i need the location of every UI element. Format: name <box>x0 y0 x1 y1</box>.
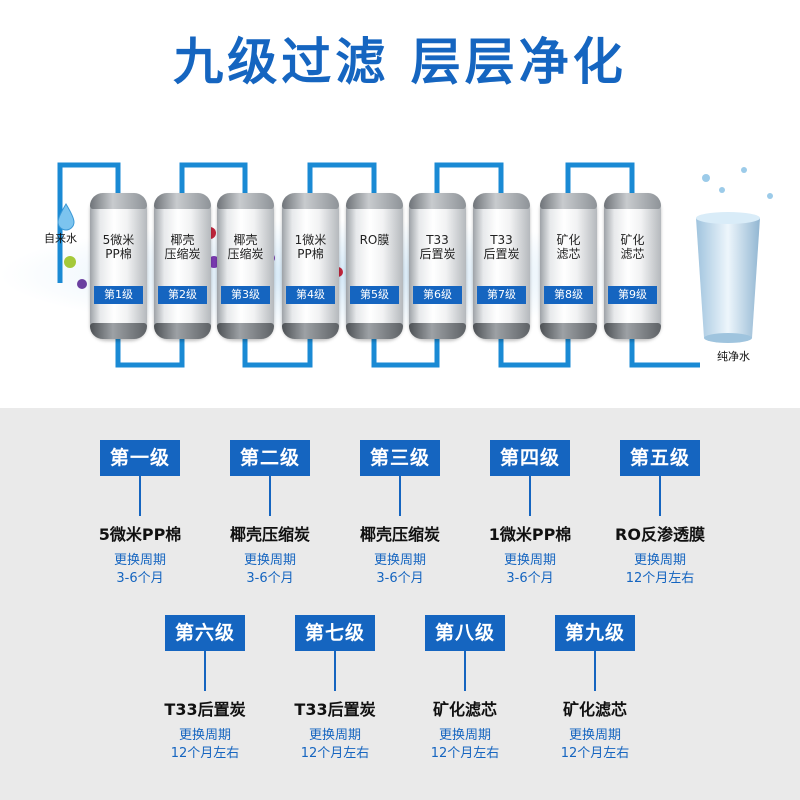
cycle-value: 12个月左右 <box>560 746 630 761</box>
cycle-label: 更换周期 <box>113 553 166 568</box>
stage-name: RO反渗透膜 <box>615 525 705 544</box>
pipe-8-9 <box>565 162 635 193</box>
cartridge-label: 椰壳压缩炭 <box>227 233 264 261</box>
stage-name: T33后置炭 <box>164 700 246 719</box>
stage-badge: 第一级 <box>99 440 180 476</box>
connector-line <box>204 651 206 691</box>
cartridge-level: 第7级 <box>477 286 526 304</box>
pipe-5-6 <box>371 339 440 368</box>
stage-item-4: 第四级 1微米PP棉 更换周期 3-6个月 <box>465 440 595 588</box>
connector-line <box>399 476 401 516</box>
stage-name: 矿化滤芯 <box>432 700 497 719</box>
cycle-value: 12个月左右 <box>300 746 370 761</box>
cartridge-2: 椰壳压缩炭 第2级 <box>154 193 211 339</box>
cycle-label: 更换周期 <box>243 553 296 568</box>
cartridge-label: RO膜 <box>359 233 390 247</box>
connector-line <box>594 651 596 691</box>
cycle-label: 更换周期 <box>503 553 556 568</box>
water-glass-icon <box>696 167 773 343</box>
pipe-3-4 <box>242 339 313 368</box>
cartridge-9: 矿化滤芯 第9级 <box>604 193 661 339</box>
connector-line <box>269 476 271 516</box>
stage-item-8: 第八级 矿化滤芯 更换周期 12个月左右 <box>400 615 530 763</box>
outlet-label: 纯净水 <box>717 350 750 363</box>
stage-name: T33后置炭 <box>294 700 376 719</box>
connector-line <box>334 651 336 691</box>
pipe-network <box>57 162 700 368</box>
cycle-label: 更换周期 <box>568 728 621 743</box>
pipe-outlet <box>629 339 700 368</box>
pipe-6-7 <box>434 162 504 193</box>
stage-item-5: 第五级 RO反渗透膜 更换周期 12个月左右 <box>595 440 725 588</box>
stage-item-2: 第二级 椰壳压缩炭 更换周期 3-6个月 <box>205 440 335 588</box>
cycle-value: 12个月左右 <box>625 571 695 586</box>
stage-badge: 第八级 <box>424 615 505 651</box>
stage-item-9: 第九级 矿化滤芯 更换周期 12个月左右 <box>530 615 660 763</box>
stage-name: 椰壳压缩炭 <box>229 525 310 544</box>
cartridge-level: 第3级 <box>221 286 270 304</box>
cartridge-8: 矿化滤芯 第8级 <box>540 193 597 339</box>
cartridge-label: 矿化滤芯 <box>620 233 645 261</box>
cartridge-level: 第5级 <box>350 286 399 304</box>
pipe-4-5 <box>307 162 377 193</box>
cartridge-label: 椰壳压缩炭 <box>164 233 201 261</box>
cartridge-5: RO膜 第5级 <box>346 193 403 339</box>
stage-list-section: 第一级 5微米PP棉 更换周期 3-6个月 第二级 椰壳压缩炭 更换周期 3-6个月… <box>0 408 800 800</box>
cartridge-3: 椰壳压缩炭 第3级 <box>217 193 274 339</box>
connector-line <box>139 476 141 516</box>
cycle-value: 3-6个月 <box>116 571 164 586</box>
stage-name: 5微米PP棉 <box>98 525 182 544</box>
page-title: 九级过滤 层层净化 <box>173 33 627 91</box>
cycle-label: 更换周期 <box>373 553 426 568</box>
stage-item-7: 第七级 T33后置炭 更换周期 12个月左右 <box>270 615 400 763</box>
cycle-value: 3-6个月 <box>246 571 294 586</box>
diagram-section: 九级过滤 层层净化 <box>0 33 773 368</box>
stage-badge: 第七级 <box>294 615 375 651</box>
cartridge-level: 第6级 <box>413 286 462 304</box>
stage-badge: 第二级 <box>229 440 310 476</box>
stage-name: 1微米PP棉 <box>488 525 572 544</box>
pipe-7-8 <box>498 339 571 368</box>
cartridge-level: 第9级 <box>608 286 657 304</box>
cycle-label: 更换周期 <box>178 728 231 743</box>
connector-line <box>659 476 661 516</box>
pipe-2-3 <box>179 162 248 193</box>
cartridge-label: 矿化滤芯 <box>556 233 581 261</box>
cycle-value: 3-6个月 <box>376 571 424 586</box>
cycle-value: 3-6个月 <box>506 571 554 586</box>
stage-badge: 第四级 <box>489 440 570 476</box>
cycle-label: 更换周期 <box>633 553 686 568</box>
stage-item-3: 第三级 椰壳压缩炭 更换周期 3-6个月 <box>335 440 465 588</box>
inlet-label: 自来水 <box>44 232 77 245</box>
cartridge-level: 第4级 <box>286 286 335 304</box>
stage-name: 矿化滤芯 <box>562 700 627 719</box>
pipe-1-2 <box>115 339 185 368</box>
cycle-value: 12个月左右 <box>430 746 500 761</box>
water-droplet-icon <box>57 203 75 231</box>
stage-badge: 第九级 <box>554 615 635 651</box>
cartridge-level: 第8级 <box>544 286 593 304</box>
stage-name: 椰壳压缩炭 <box>359 525 440 544</box>
cartridge-level: 第1级 <box>94 286 143 304</box>
connector-line <box>464 651 466 691</box>
stage-item-6: 第六级 T33后置炭 更换周期 12个月左右 <box>140 615 270 763</box>
stage-badge: 第五级 <box>619 440 700 476</box>
stage-item-1: 第一级 5微米PP棉 更换周期 3-6个月 <box>75 440 205 588</box>
connector-line <box>529 476 531 516</box>
stage-badge: 第六级 <box>164 615 245 651</box>
stage-badge: 第三级 <box>359 440 440 476</box>
cycle-label: 更换周期 <box>438 728 491 743</box>
cartridge-level: 第2级 <box>158 286 207 304</box>
cycle-value: 12个月左右 <box>170 746 240 761</box>
cycle-label: 更换周期 <box>308 728 361 743</box>
